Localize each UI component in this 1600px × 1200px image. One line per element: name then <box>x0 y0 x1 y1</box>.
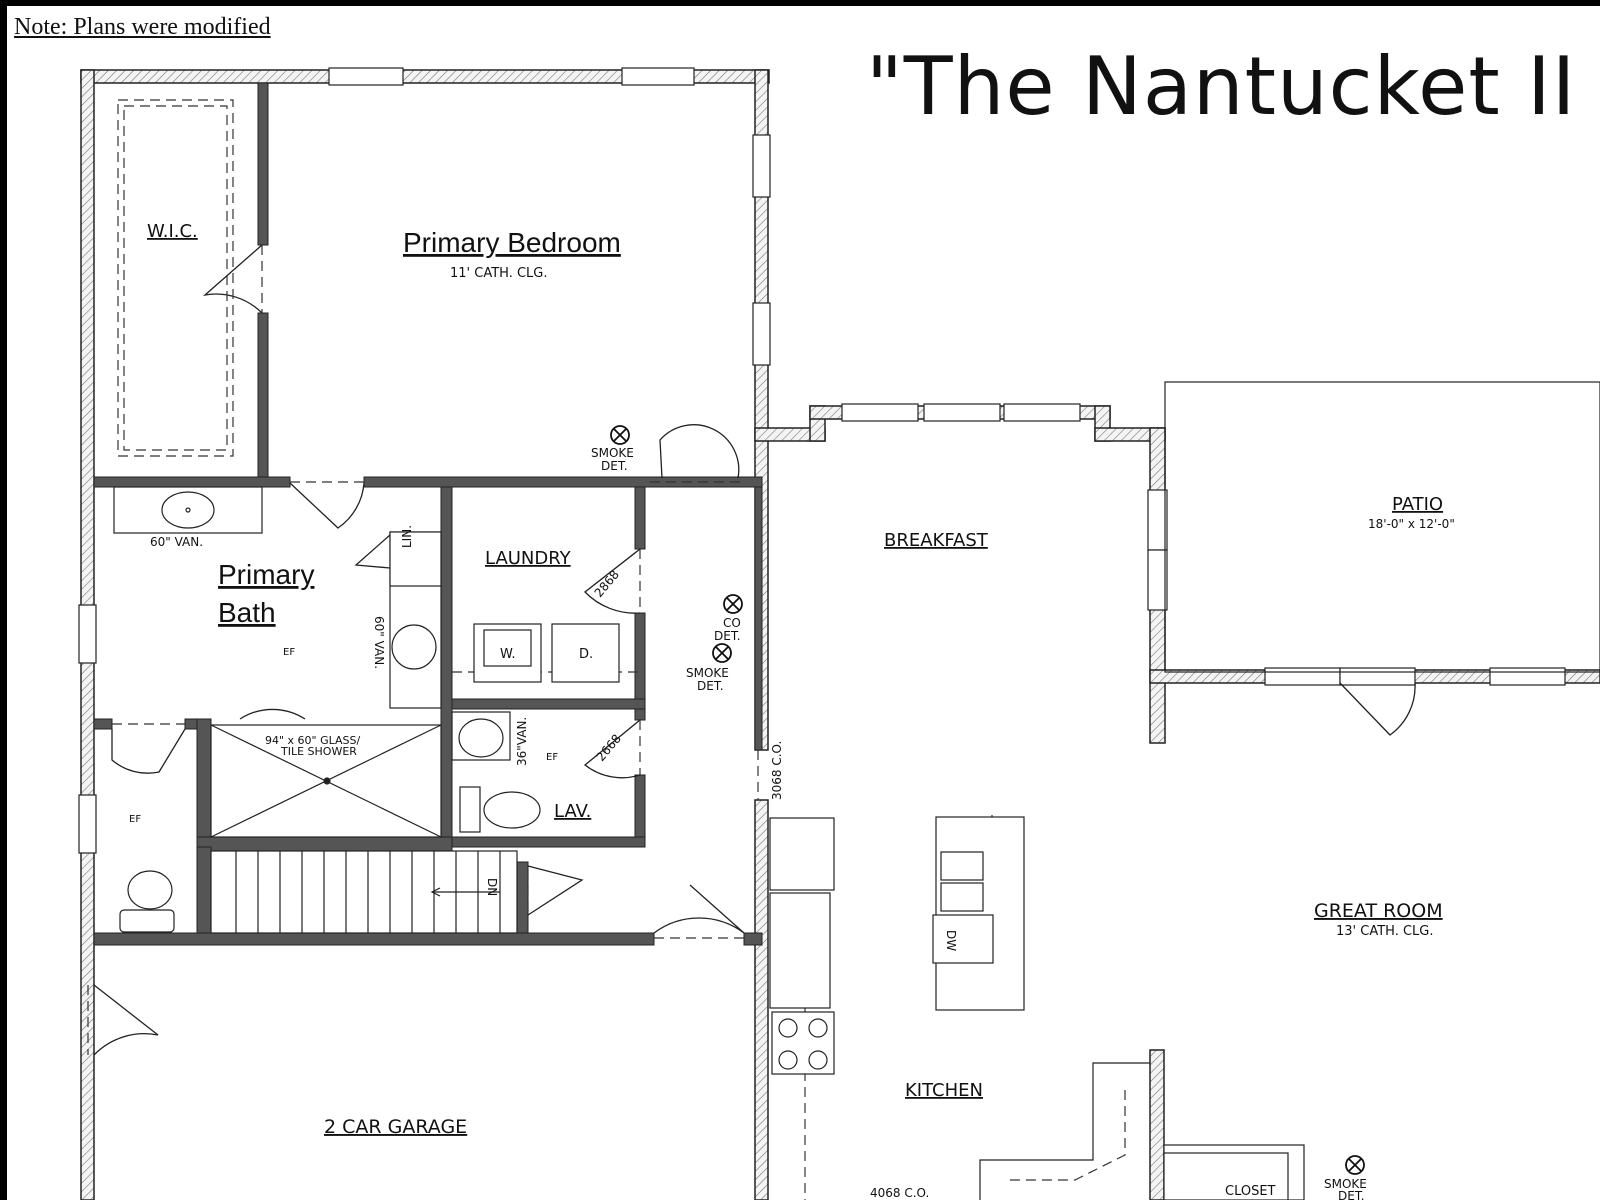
frame-top-border <box>0 0 1600 6</box>
lav-label: LAV. <box>554 801 591 822</box>
patio-label: PATIO <box>1392 494 1443 515</box>
primary-bedroom-label: Primary Bedroom <box>403 227 621 258</box>
dryer-label: D. <box>579 647 593 662</box>
closet-label: CLOSET <box>1225 1184 1276 1199</box>
primary-bath-label-1: Primary <box>218 559 314 590</box>
shower <box>210 724 442 838</box>
exhaust-fan-label-c: EF <box>129 814 141 825</box>
stairs-down-label: DN <box>485 878 499 896</box>
shower-label-1: 94" x 60" GLASS/ <box>265 734 361 747</box>
smoke-det-3-label-a: SMOKE <box>1324 1177 1367 1191</box>
door-size-4068: 4068 C.O. <box>870 1186 929 1200</box>
fixtures <box>113 381 1600 1200</box>
patio-size: 18'-0" x 12'-0" <box>1368 517 1455 531</box>
detector-icons <box>610 425 1365 1175</box>
garage-label: 2 CAR GARAGE <box>324 1116 467 1138</box>
smoke-det-3-label-b: DET. <box>1338 1189 1365 1200</box>
co-det-label-b: DET. <box>714 629 741 643</box>
vanity-60-label-a: 60" VAN. <box>150 535 203 549</box>
stairs <box>210 850 518 934</box>
plan-note: Note: Plans were modified <box>14 14 271 40</box>
vanity-36-label: 36"VAN. <box>515 717 529 766</box>
wic-label: W.I.C. <box>147 221 198 242</box>
co-det-label-a: CO <box>723 616 741 630</box>
smoke-det-2-label-a: SMOKE <box>686 666 729 680</box>
plan-title: "The Nantucket II <box>866 40 1577 133</box>
door-size-3068: 3068 C.O. <box>770 741 784 800</box>
great-room-label: GREAT ROOM <box>1314 900 1443 922</box>
primary-bath-label-2: Bath <box>218 597 276 628</box>
shower-label-2: TILE SHOWER <box>280 745 357 758</box>
great-room-ceiling: 13' CATH. CLG. <box>1336 924 1434 939</box>
breakfast-label: BREAKFAST <box>884 530 989 551</box>
door-swings <box>93 244 1416 1056</box>
exhaust-fan-label-a: EF <box>283 647 295 658</box>
vanity-60-label-b: 60" VAN. <box>372 616 386 669</box>
frame-left-border <box>0 0 7 1200</box>
dishwasher-label: DW <box>944 930 958 951</box>
smoke-det-2-label-b: DET. <box>697 679 724 693</box>
laundry-label: LAUNDRY <box>485 548 572 569</box>
exterior-walls <box>80 69 1600 1200</box>
exhaust-fan-label-b: EF <box>546 752 558 763</box>
kitchen-label: KITCHEN <box>905 1080 983 1101</box>
washer-label: W. <box>500 647 516 662</box>
primary-bedroom-ceiling: 11' CATH. CLG. <box>450 266 548 281</box>
smoke-det-1-label-b: DET. <box>601 459 628 473</box>
smoke-det-1-label-a: SMOKE <box>591 446 634 460</box>
linen-label: LIN. <box>400 525 414 548</box>
